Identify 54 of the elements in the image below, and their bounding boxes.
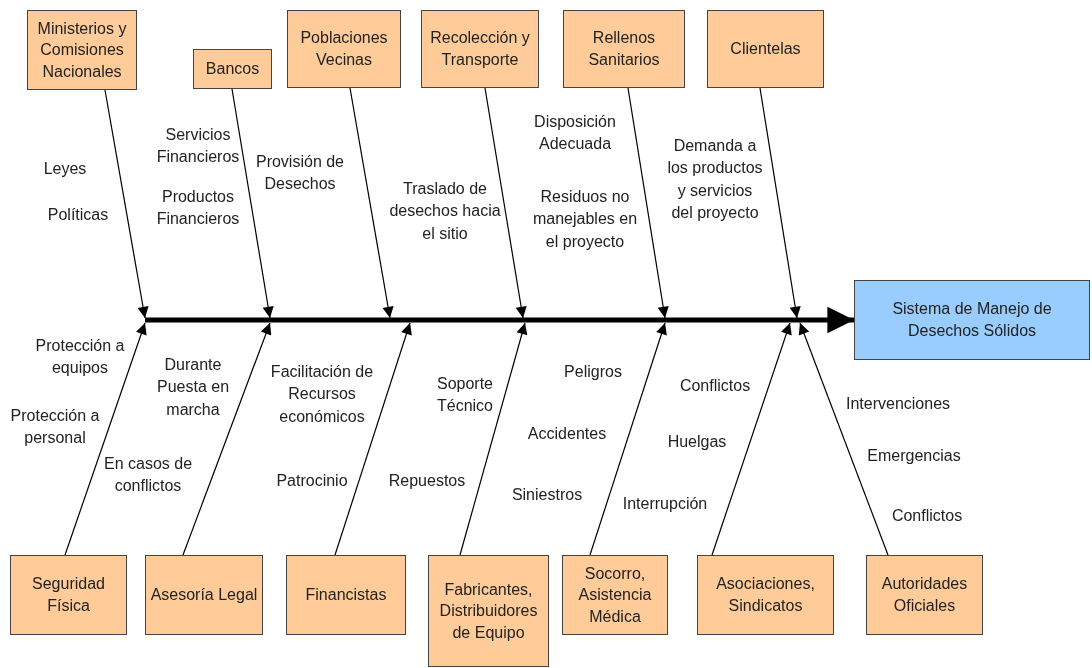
cause-box: Financistas xyxy=(286,555,406,635)
bone-label: Protección a personal xyxy=(9,405,101,448)
bone-label: En casos de conflictos xyxy=(102,453,194,496)
arrow xyxy=(484,87,527,319)
cause-box: Autoridades Oficiales xyxy=(866,555,983,635)
arrow xyxy=(459,322,528,556)
arrow xyxy=(759,87,801,319)
bone-label: Facilitación de Recursos económicos xyxy=(269,362,375,428)
bone-label: Peligros xyxy=(563,361,623,382)
bone-label: Leyes xyxy=(42,158,88,179)
cause-box: Clientelas xyxy=(707,10,824,88)
bone-label: Interrupción xyxy=(621,493,709,514)
arrow xyxy=(589,322,667,556)
cause-box: Rellenos Sanitarios xyxy=(563,10,685,88)
arrow xyxy=(145,306,854,334)
bone-label: Traslado de desechos hacia el sitio xyxy=(388,179,502,245)
arrow xyxy=(627,87,669,319)
bone-label: Conflictos xyxy=(890,505,964,526)
bone-label: Provisión de Desechos xyxy=(254,151,345,194)
bone-label: Repuestos xyxy=(387,470,467,491)
bone-label: Conflictos xyxy=(678,375,752,396)
bone-label: Servicios Financieros xyxy=(155,124,241,167)
bone-label: Huelgas xyxy=(666,431,728,452)
arrow xyxy=(64,322,147,556)
bone-label: Patrocinio xyxy=(275,470,349,491)
arrow xyxy=(104,89,149,319)
bone-label: Residuos no manejables en el proyecto xyxy=(531,187,639,253)
bone-label: Soporte Técnico xyxy=(435,373,494,416)
bone-label: Durante Puesta en marcha xyxy=(155,355,231,421)
cause-box: Bancos xyxy=(193,49,272,89)
bone-label: Disposición Adecuada xyxy=(533,111,617,154)
cause-box: Asociaciones, Sindicatos xyxy=(697,555,834,635)
bone-label: Protección a equipos xyxy=(34,335,126,378)
bone-label: Accidentes xyxy=(526,423,608,444)
cause-box: Socorro, Asistencia Médica xyxy=(562,555,668,635)
arrow xyxy=(334,322,412,556)
cause-box: Recolección y Transporte xyxy=(421,10,539,88)
arrow xyxy=(182,322,272,556)
bone-label: Intervenciones xyxy=(844,393,952,414)
bone-label: Políticas xyxy=(46,204,110,225)
effect-box: Sistema de Manejo de Desechos Sólidos xyxy=(854,280,1090,360)
bone-label: Siniestros xyxy=(510,484,584,505)
cause-box: Asesoría Legal xyxy=(145,555,263,635)
arrow xyxy=(231,88,274,319)
arrow xyxy=(711,322,792,556)
bone-label: Demanda a los productos y servicios del proyecto xyxy=(666,136,764,224)
bone-label: Productos Financieros xyxy=(155,186,241,229)
arrow xyxy=(798,322,889,556)
arrow xyxy=(349,87,394,319)
cause-box: Seguridad Física xyxy=(10,555,127,635)
cause-box: Fabricantes, Distribuidores de Equipo xyxy=(428,555,549,667)
cause-box: Poblaciones Vecinas xyxy=(287,10,401,88)
bone-label: Emergencias xyxy=(866,445,962,466)
cause-box: Ministerios y Comisiones Nacionales xyxy=(27,10,137,90)
